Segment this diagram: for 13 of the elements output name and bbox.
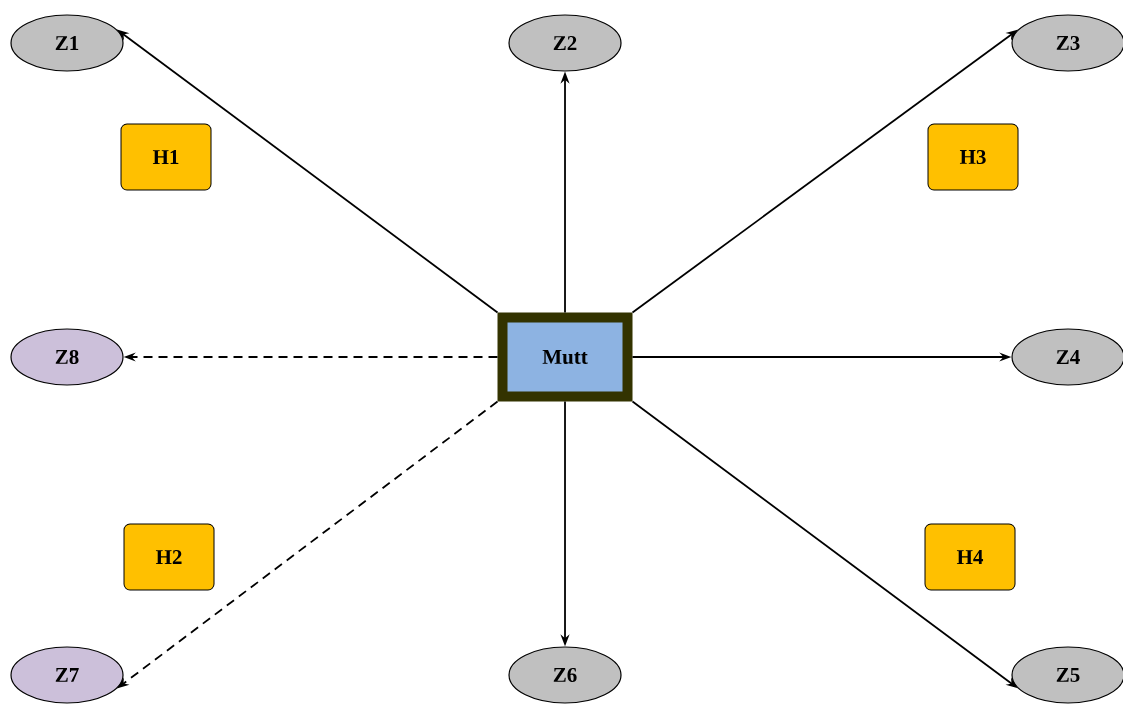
ellipse-node: Z2: [508, 14, 622, 72]
ellipse-node: Z8: [10, 328, 124, 386]
rounded-box: H3: [927, 123, 1019, 191]
ellipse-node: Z1: [10, 14, 124, 72]
rounded-box: H1: [120, 123, 212, 191]
center-box: Mutt: [497, 312, 633, 402]
ellipse-node: Z7: [10, 646, 124, 704]
rounded-box: H2: [123, 523, 215, 591]
ellipse-node: Z4: [1011, 328, 1123, 386]
rounded-box: H4: [924, 523, 1016, 591]
ellipse-node: Z6: [508, 646, 622, 704]
ellipse-node: Z5: [1011, 646, 1123, 704]
ellipse-node: Z3: [1011, 14, 1123, 72]
